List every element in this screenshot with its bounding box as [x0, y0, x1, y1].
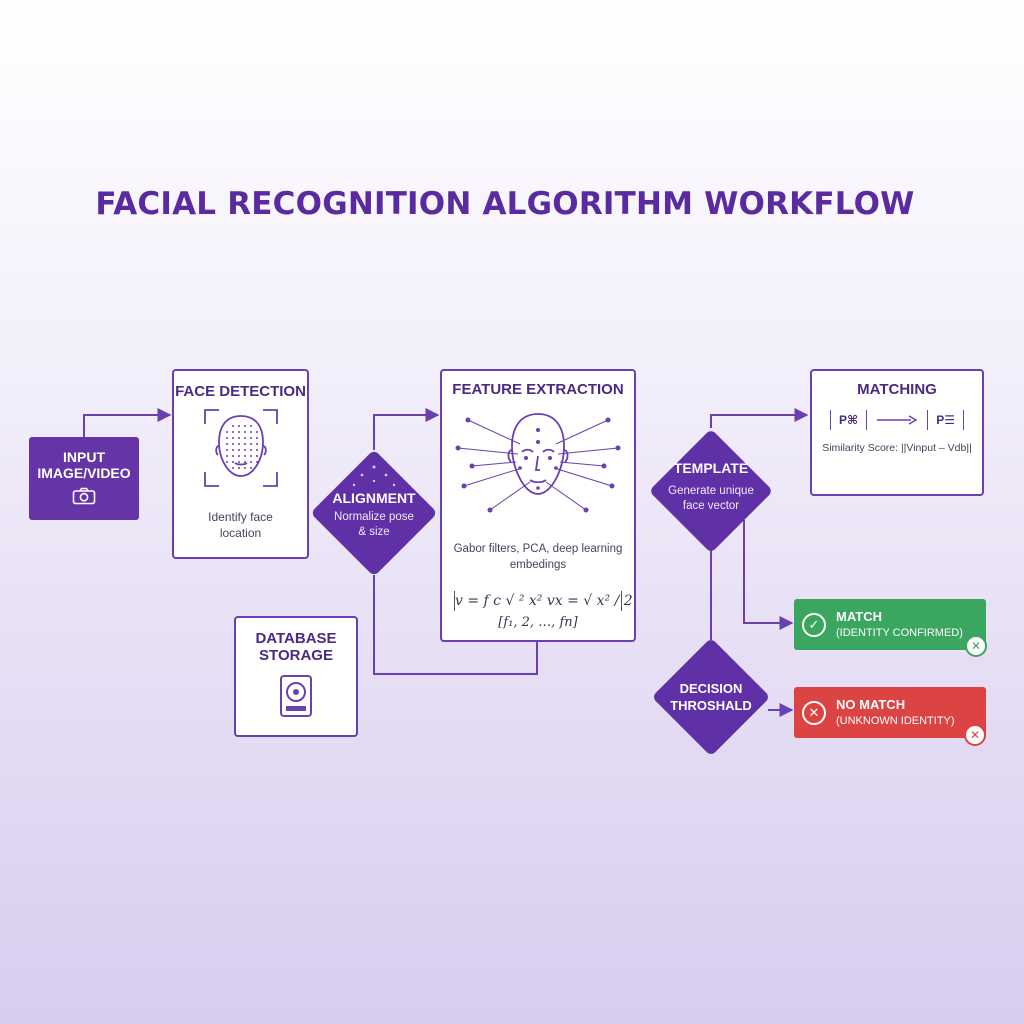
feature-extraction-node: FEATURE EXTRACTION Gabor fil	[440, 369, 636, 642]
face-landmarks-icon	[455, 413, 621, 513]
arrow-template-to-matching	[710, 408, 809, 428]
face-grid-dot	[231, 437, 234, 439]
face-grid-dot	[243, 443, 246, 445]
matching-right-token: P☰	[927, 410, 964, 430]
face-grid-icon	[203, 409, 278, 487]
no-match-subtitle: (UNKNOWN IDENTITY)	[836, 714, 955, 727]
matching-left-token: P⌘	[830, 410, 868, 430]
face-grid-dot	[243, 425, 246, 427]
face-grid-dot	[249, 449, 252, 451]
face-grid-dot	[231, 467, 234, 469]
alignment-desc-line2: & size	[358, 526, 390, 538]
similarity-score: Similarity Score: ||Vinput – Vdb||	[822, 442, 972, 454]
diagram-title: FACIAL RECOGNITION ALGORITHM WORKFLOW	[95, 186, 915, 222]
face-grid-dot	[255, 455, 258, 457]
face-grid-dot	[225, 443, 228, 445]
match-close-icon[interactable]: ✕	[965, 635, 987, 657]
sparkle-dots-icon	[352, 465, 396, 487]
face-grid-dot	[255, 443, 258, 445]
face-grid-dot	[231, 449, 234, 451]
check-icon: ✓	[802, 612, 826, 637]
face-grid-dot	[249, 437, 252, 439]
face-grid-dot	[231, 425, 234, 427]
face-grid-dot	[237, 437, 240, 439]
line-alignment-to-database	[373, 575, 538, 675]
alignment-desc-line1: Normalize pose	[334, 511, 414, 523]
decision-threshold-node: DECISION THROSHALD	[651, 637, 771, 757]
database-title-line1: DATABASE	[255, 630, 337, 647]
decision-title-line1: DECISION	[679, 681, 743, 696]
arrow-to-match	[743, 520, 794, 630]
face-detection-desc-line1: Identify face	[208, 510, 273, 524]
face-detection-node: FACE DETECTION Identify face location	[172, 369, 309, 559]
match-result: ✓ MATCH (IDENTITY CONFIRMED)	[794, 599, 986, 650]
face-grid-dot	[243, 449, 246, 451]
face-grid-dot	[237, 467, 240, 469]
face-grid-dot	[231, 431, 234, 433]
input-label-line1: INPUT	[63, 449, 105, 465]
face-grid-dot	[231, 443, 234, 445]
feature-extraction-desc-line1: Gabor filters, PCA, deep learning	[453, 543, 623, 555]
face-grid-dot	[249, 425, 252, 427]
matching-node: MATCHING P⌘ P☰ Similarity Score: ||Vinpu…	[810, 369, 984, 496]
database-storage-node: DATABASE STORAGE	[234, 616, 358, 737]
face-grid-dot	[249, 431, 252, 433]
face-grid-dot	[225, 437, 228, 439]
template-desc-line2: face vector	[682, 500, 740, 512]
face-grid-dot	[249, 455, 252, 457]
arrow-right-icon	[877, 415, 918, 425]
face-grid-dot	[243, 455, 246, 457]
face-grid-dot	[243, 431, 246, 433]
template-desc-line1: Generate unique	[668, 485, 754, 497]
database-title-line2: STORAGE	[259, 647, 333, 664]
face-detection-desc-line2: location	[219, 526, 262, 540]
face-grid-dot	[255, 431, 258, 433]
face-grid-dot	[243, 437, 246, 439]
face-grid-dot	[225, 455, 228, 457]
face-grid-dot	[243, 461, 246, 463]
face-grid-dot	[237, 461, 240, 463]
face-grid-dot	[237, 425, 240, 427]
x-icon: ✕	[802, 700, 826, 725]
decision-title-line2: THROSHALD	[670, 698, 752, 713]
no-match-close-icon[interactable]: ✕	[964, 724, 986, 746]
face-grid-dot	[255, 437, 258, 439]
face-grid-dot	[249, 443, 252, 445]
face-grid-dot	[237, 455, 240, 457]
feature-formula-line1: v = f c √ ² x² vx = √ x² / 2	[454, 591, 633, 611]
face-grid-dot	[255, 461, 258, 463]
face-grid-dot	[237, 443, 240, 445]
face-detection-title: FACE DETECTION	[175, 383, 306, 400]
face-grid-dot	[231, 455, 234, 457]
feature-extraction-desc-line2: embedings	[509, 559, 567, 571]
matching-title: MATCHING	[857, 381, 937, 398]
face-grid-dot	[255, 449, 258, 451]
no-match-result: ✕ NO MATCH (UNKNOWN IDENTITY)	[794, 687, 986, 738]
arrow-input-to-detection	[83, 408, 172, 437]
hard-drive-icon	[280, 675, 312, 717]
face-grid-dot	[225, 449, 228, 451]
feature-extraction-title: FEATURE EXTRACTION	[452, 381, 624, 398]
face-grid-dot	[243, 467, 246, 469]
match-subtitle: (IDENTITY CONFIRMED)	[836, 626, 963, 639]
camera-icon	[72, 487, 96, 505]
arrow-alignment-to-extraction	[373, 408, 440, 450]
face-grid-dot	[237, 431, 240, 433]
template-title: TEMPLATE	[673, 460, 749, 476]
face-grid-dot	[249, 461, 252, 463]
alignment-node: ALIGNMENT Normalize pose & size	[310, 449, 438, 577]
face-grid-dot	[237, 449, 240, 451]
template-node: TEMPLATE Generate unique face vector	[648, 428, 774, 554]
input-label-line2: IMAGE/VIDEO	[37, 465, 131, 481]
feature-formula-line2: [f₁, 2, …, fn]	[498, 615, 578, 630]
face-grid-dot	[231, 461, 234, 463]
face-grid-dot	[225, 431, 228, 433]
match-title: MATCH	[836, 608, 882, 624]
face-grid-dot	[249, 467, 252, 469]
input-node: INPUT IMAGE/VIDEO	[29, 437, 139, 520]
face-grid-dot	[225, 461, 228, 463]
no-match-title: NO MATCH	[836, 696, 906, 712]
alignment-title: ALIGNMENT	[332, 490, 416, 506]
